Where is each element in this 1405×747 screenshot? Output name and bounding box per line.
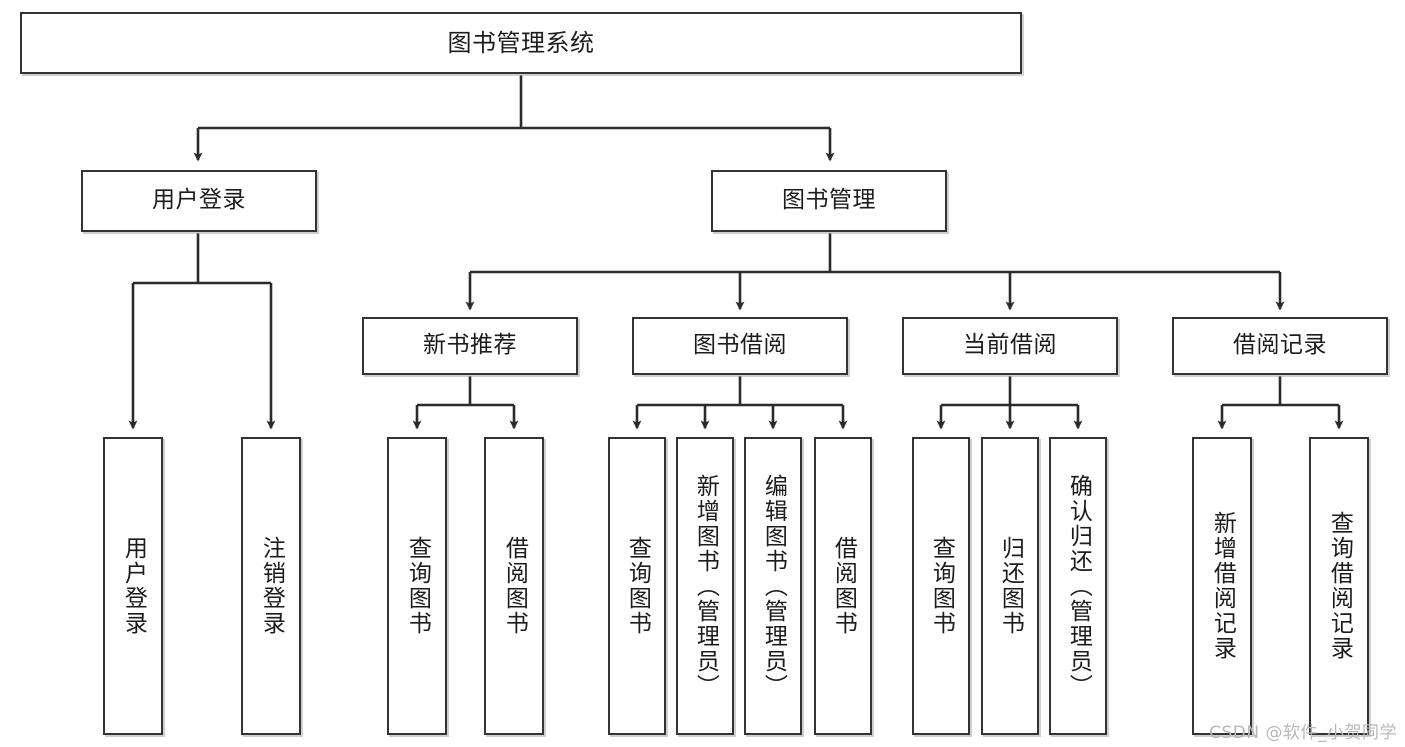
watermark: CSDN @软件_小贺同学 [1209, 723, 1397, 743]
node-borrow-record[interactable]: 借阅记录 [1172, 317, 1388, 375]
leaf-query-book-3-label: 查询图书 [928, 536, 955, 636]
leaf-user-logout[interactable]: 注销登录 [241, 437, 301, 735]
leaf-borrow-book-2-label: 借阅图书 [830, 536, 857, 636]
leaf-add-borrow-record-label: 新增借阅记录 [1209, 511, 1236, 661]
node-book-management-label: 图书管理 [782, 187, 876, 214]
leaf-add-book[interactable]: 新增图书（管理员） [676, 437, 734, 735]
leaf-query-book-2-label: 查询图书 [624, 536, 651, 636]
leaf-edit-book-label: 编辑图书（管理员） [760, 473, 787, 699]
leaf-query-borrow-record[interactable]: 查询借阅记录 [1309, 437, 1369, 735]
node-book-borrow[interactable]: 图书借阅 [632, 317, 848, 375]
node-current-borrow[interactable]: 当前借阅 [902, 317, 1118, 375]
leaf-query-book-1[interactable]: 查询图书 [387, 437, 447, 735]
leaf-return-book-label: 归还图书 [997, 536, 1024, 636]
node-book-borrow-label: 图书借阅 [693, 332, 787, 359]
leaf-return-book[interactable]: 归还图书 [981, 437, 1039, 735]
node-user-login-label: 用户登录 [152, 187, 246, 214]
node-borrow-record-label: 借阅记录 [1233, 332, 1327, 359]
leaf-add-book-label: 新增图书（管理员） [692, 473, 719, 699]
leaf-confirm-return-label: 确认归还（管理员） [1065, 473, 1092, 699]
leaf-query-book-2[interactable]: 查询图书 [608, 437, 666, 735]
node-root-label: 图书管理系统 [447, 28, 595, 57]
node-new-book-recommend-label: 新书推荐 [423, 332, 517, 359]
leaf-edit-book[interactable]: 编辑图书（管理员） [744, 437, 802, 735]
leaf-borrow-book-1[interactable]: 借阅图书 [484, 437, 544, 735]
node-book-management[interactable]: 图书管理 [711, 170, 947, 232]
leaf-borrow-book-2[interactable]: 借阅图书 [814, 437, 872, 735]
leaf-borrow-book-1-label: 借阅图书 [501, 536, 528, 636]
leaf-query-borrow-record-label: 查询借阅记录 [1326, 511, 1353, 661]
leaf-query-book-3[interactable]: 查询图书 [912, 437, 970, 735]
node-user-login[interactable]: 用户登录 [81, 170, 317, 232]
leaf-user-logout-label: 注销登录 [258, 536, 285, 636]
node-root[interactable]: 图书管理系统 [20, 12, 1022, 74]
leaf-user-login-label: 用户登录 [120, 536, 147, 636]
node-current-borrow-label: 当前借阅 [963, 332, 1057, 359]
leaf-add-borrow-record[interactable]: 新增借阅记录 [1192, 437, 1252, 735]
leaf-user-login[interactable]: 用户登录 [103, 437, 163, 735]
node-new-book-recommend[interactable]: 新书推荐 [362, 317, 578, 375]
leaf-confirm-return[interactable]: 确认归还（管理员） [1049, 437, 1107, 735]
leaf-query-book-1-label: 查询图书 [404, 536, 431, 636]
